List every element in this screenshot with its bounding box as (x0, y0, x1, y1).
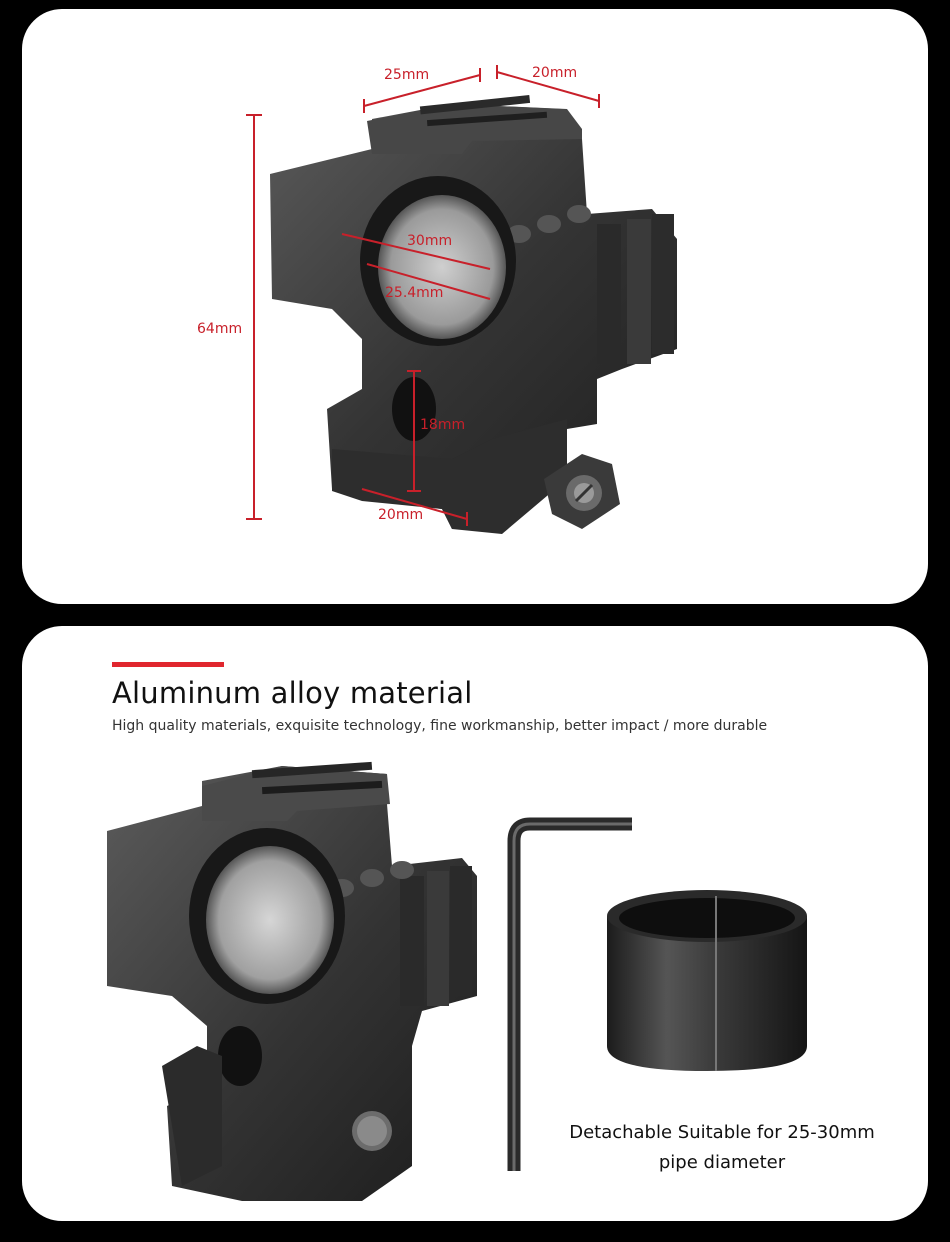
base-rail-width-label: 20mm (378, 507, 424, 523)
scope-mount-body (270, 94, 677, 534)
insert-caption-line2: pipe diameter (658, 1152, 786, 1173)
feature-subtitle: High quality materials, exquisite techno… (112, 718, 768, 734)
scope-mount-dimension-illustration (246, 65, 677, 534)
material-card: Aluminum alloy material High quality mat… (22, 626, 928, 1221)
top-rail-width-label: 25mm (384, 67, 430, 83)
hex-key-wrench (507, 817, 632, 1171)
accent-bar (112, 662, 224, 667)
hole-height-label: 18mm (420, 417, 466, 433)
dimensions-card: 64mm 25mm 20mm 30mm 25.4mm 18mm 20mm (22, 9, 928, 604)
insert-caption: Detachable Suitable for 25-30mm pipe dia… (532, 1118, 912, 1178)
dimension-lines (246, 65, 600, 526)
reducer-insert-ring (607, 890, 807, 1071)
product-parts-illustration (107, 761, 807, 1201)
feature-title: Aluminum alloy material (112, 676, 473, 710)
ring-inner-diameter-label: 25.4mm (385, 285, 444, 301)
scope-mount (107, 761, 477, 1201)
insert-caption-line1: Detachable Suitable for 25-30mm (569, 1122, 875, 1143)
clamp-knob (544, 454, 620, 529)
side-rail-width-label: 20mm (532, 65, 578, 81)
height-label: 64mm (197, 321, 243, 337)
ring-outer-diameter-label: 30mm (407, 233, 453, 249)
